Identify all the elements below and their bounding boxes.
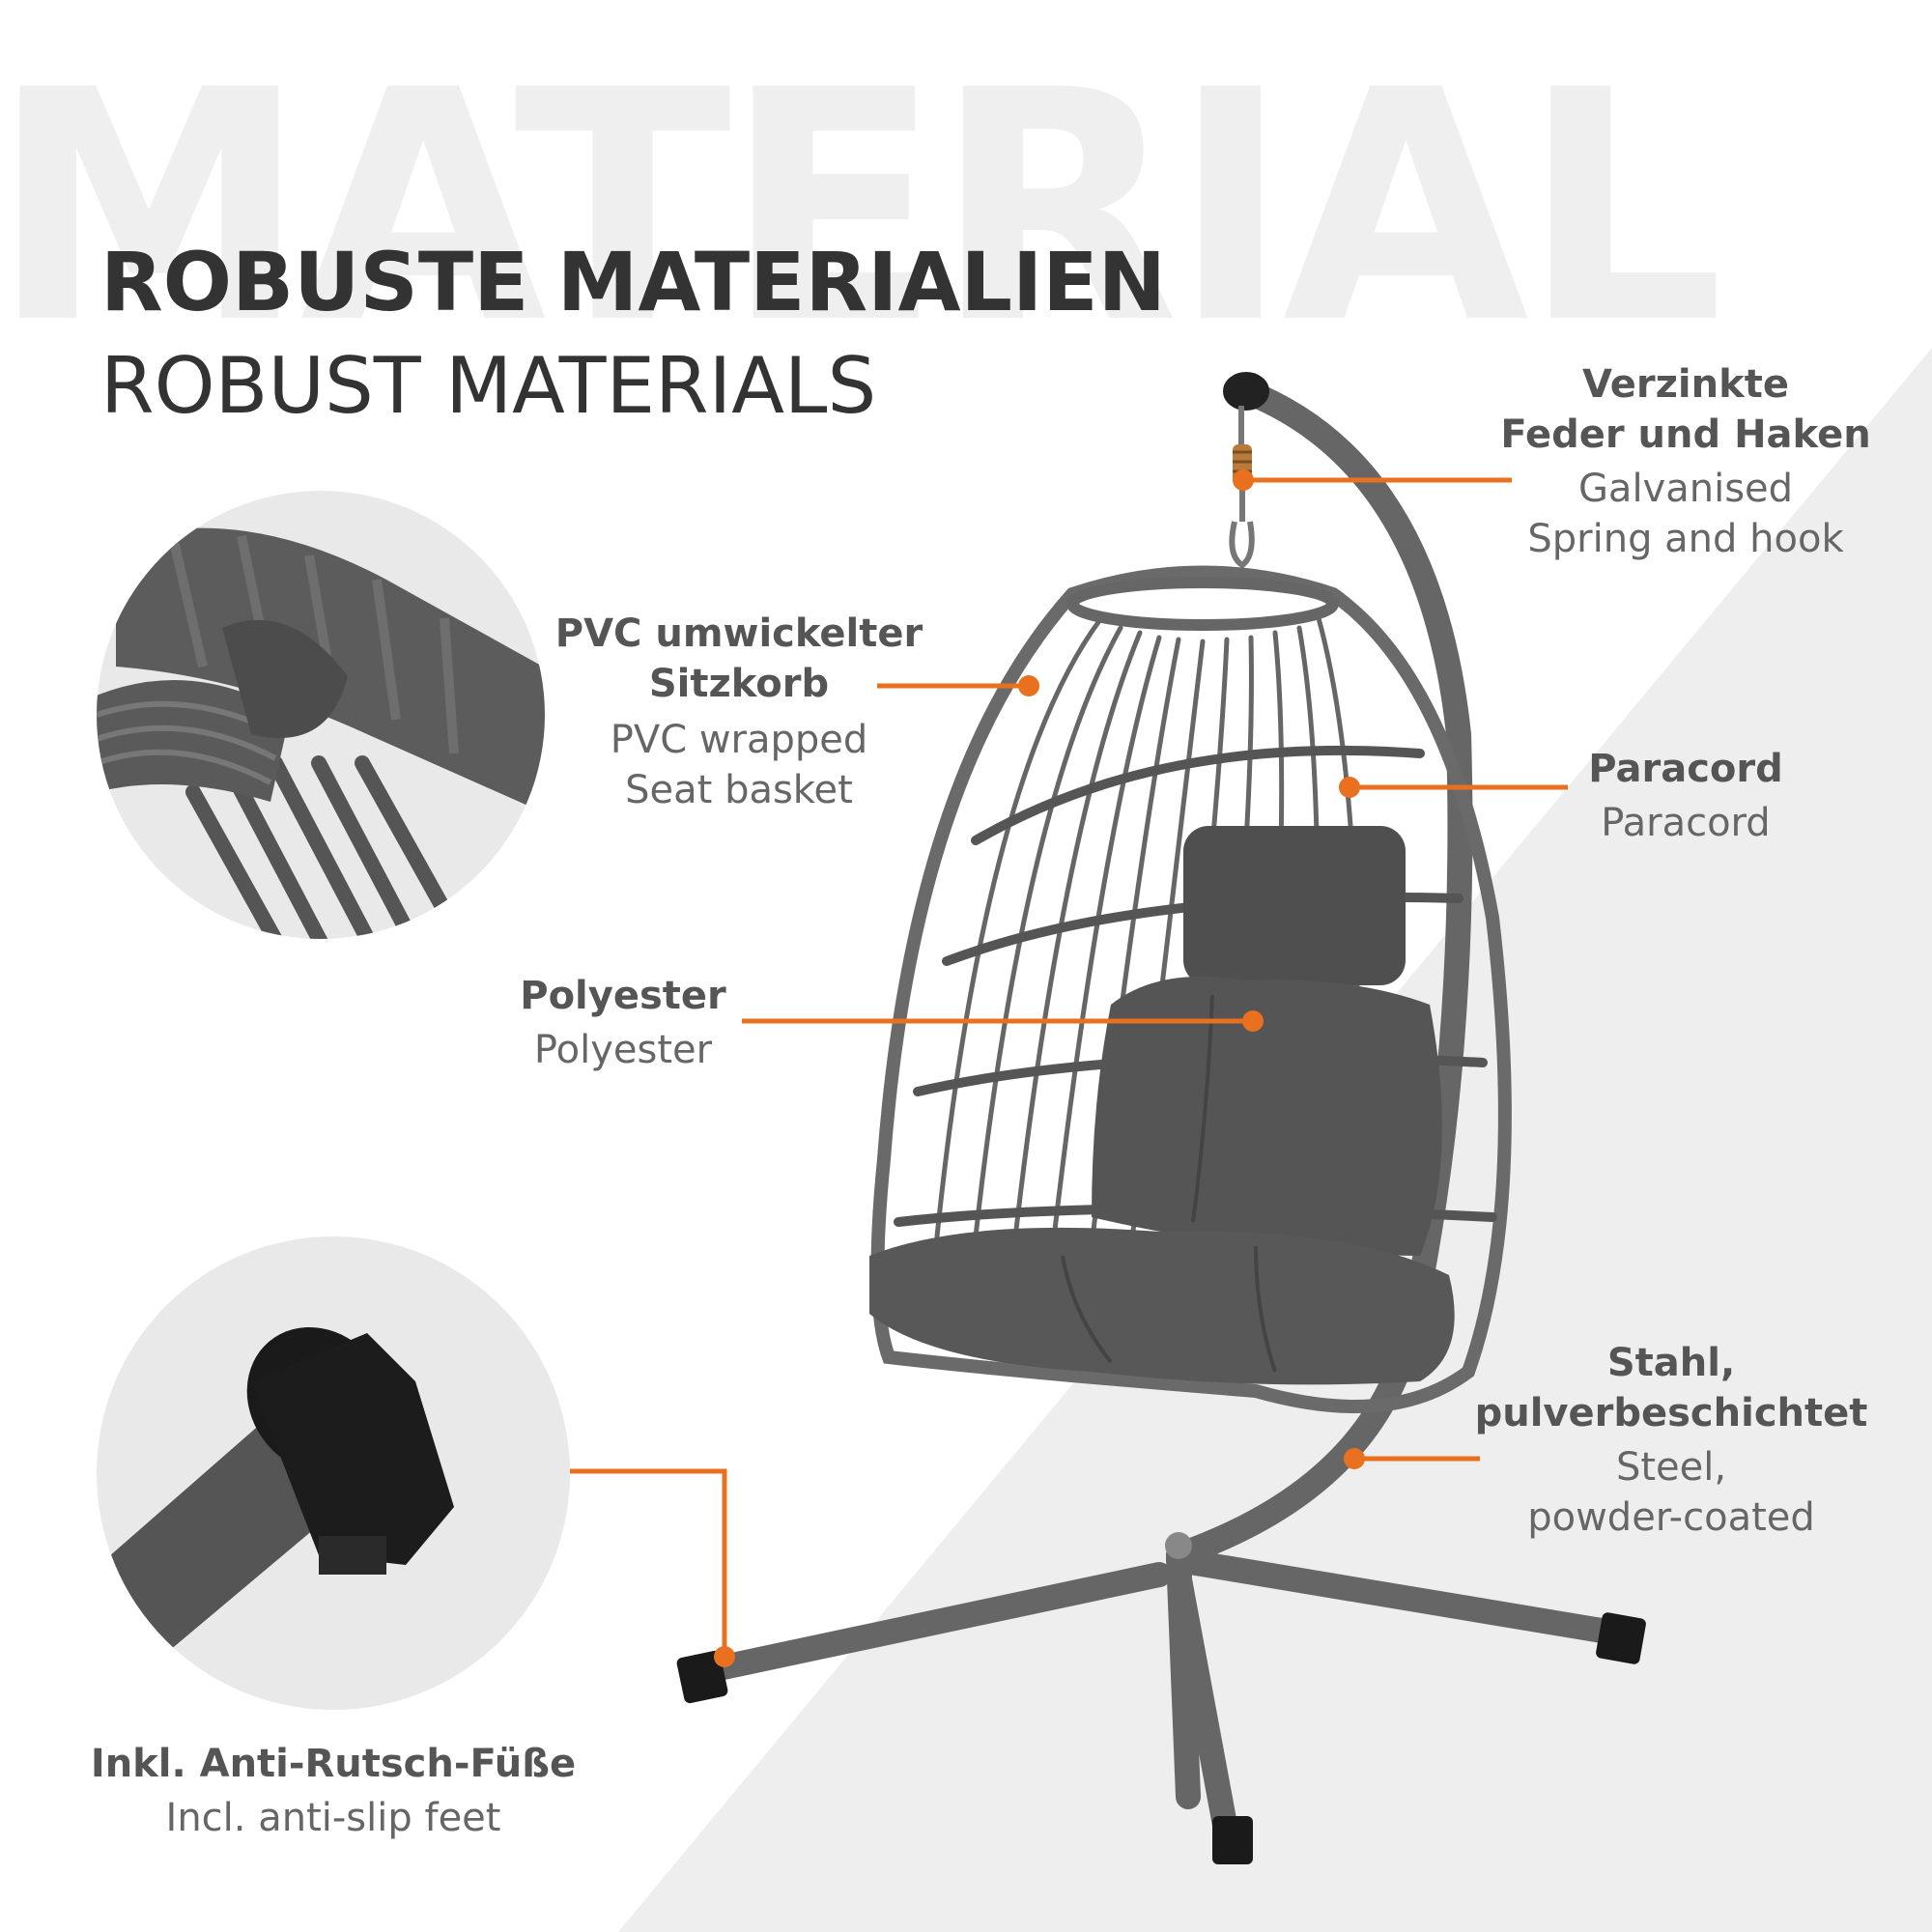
label-de: Polyester: [520, 974, 726, 1018]
label-en-line1: Steel,: [1615, 1445, 1727, 1490]
callout-seat-basket: PVC umwickelter Sitzkorb PVC wrapped Sea…: [546, 609, 932, 815]
anti-slip-feet: [676, 1532, 1646, 1864]
label-de-line2: Feder und Haken: [1500, 412, 1871, 457]
label-en: Polyester: [533, 1028, 713, 1072]
callout-paracord: Paracord Paracord: [1546, 744, 1826, 848]
label-de-line1: Stahl,: [1606, 1341, 1736, 1385]
label-en-line1: Galvanised: [1577, 467, 1794, 511]
label-de: Paracord: [1588, 747, 1783, 791]
foot-detail-circle: [97, 1236, 570, 1710]
label-en-line1: PVC wrapped: [610, 718, 868, 762]
callout-spring-hook: Verzinkte Feder und Haken Galvanised Spr…: [1492, 359, 1879, 564]
callout-steel: Stahl, pulverbeschichtet Steel, powder-c…: [1468, 1338, 1874, 1543]
label-en-line2: Seat basket: [625, 768, 853, 812]
watermark-text: MATERIAL: [0, 22, 1724, 393]
label-en: Paracord: [1601, 801, 1771, 845]
label-de-line2: pulverbeschichtet: [1474, 1391, 1868, 1435]
page-title: ROBUSTE MATERIALIEN: [100, 235, 1166, 329]
seat-cushion: [869, 826, 1455, 1385]
label-de-line1: Verzinkte: [1582, 362, 1789, 407]
label-en-line2: Spring and hook: [1527, 517, 1844, 561]
callout-anti-slip-feet: Inkl. Anti-Rutsch-Füße Incl. anti-slip f…: [87, 1739, 580, 1843]
label-de-line2: Sitzkorb: [648, 662, 830, 706]
cord-detail-circle: [97, 491, 545, 939]
label-en-line2: powder-coated: [1527, 1495, 1815, 1540]
callout-polyester: Polyester Polyester: [502, 971, 744, 1075]
label-de-line1: PVC umwickelter: [554, 611, 923, 656]
callout-dots: [714, 469, 1365, 1667]
label-en: Incl. anti-slip feet: [165, 1796, 501, 1840]
page-subtitle: ROBUST MATERIALS: [100, 341, 877, 431]
label-de: Inkl. Anti-Rutsch-Füße: [90, 1742, 577, 1786]
callout-lines: [570, 477, 1568, 1657]
